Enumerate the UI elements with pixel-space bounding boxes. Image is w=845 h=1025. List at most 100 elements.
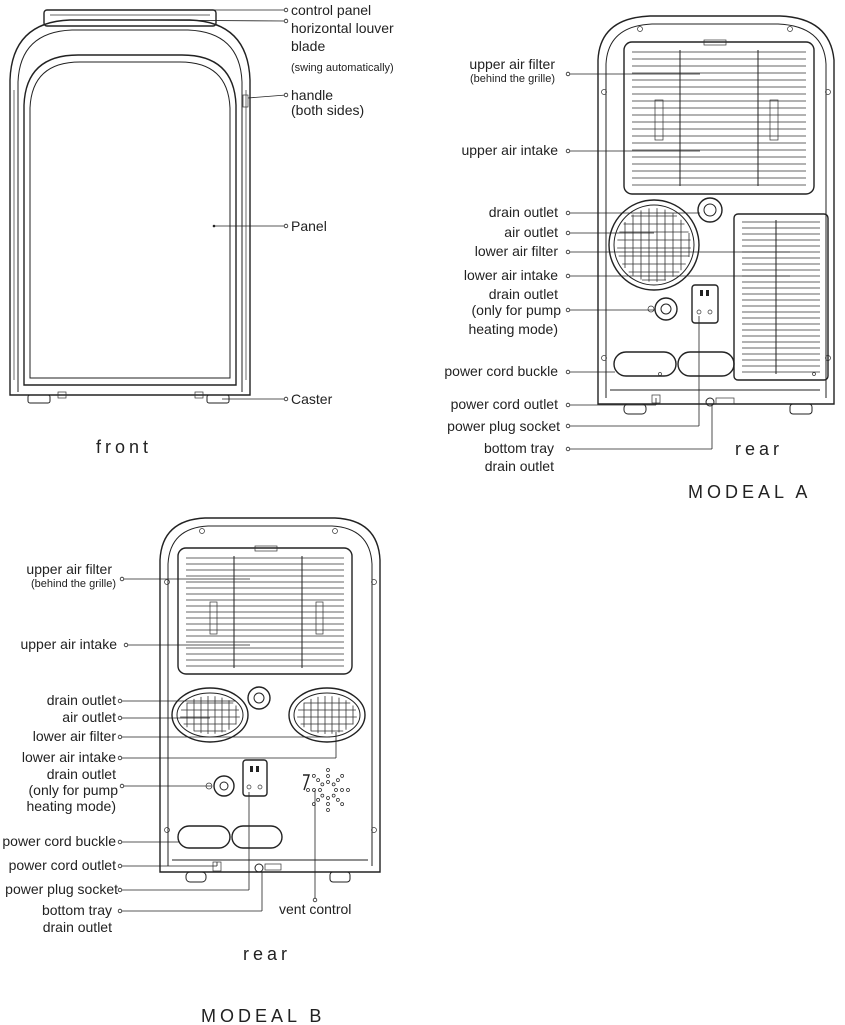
label-louver-line3: (swing automatically) <box>291 62 394 74</box>
model-b-cord-buckle-right <box>231 825 283 849</box>
a-label-upper-intake: upper air intake <box>461 142 558 158</box>
model-b-cord-buckle-left <box>177 825 231 849</box>
vent-dot <box>340 774 344 778</box>
model-b-lower-filter-right <box>297 696 357 734</box>
model-a-cord-buckle-right <box>677 351 735 377</box>
a-model-name: MODEAL A <box>688 482 811 502</box>
vent-dot <box>326 780 330 784</box>
model-b-unit <box>159 517 381 883</box>
front-caster-left <box>27 394 51 404</box>
front-control-panel <box>43 9 217 27</box>
b-label-pump-2: (only for pump <box>29 782 119 798</box>
model-a-lower-filter <box>617 208 691 282</box>
front-body-outline <box>9 19 251 396</box>
vent-dot <box>316 778 320 782</box>
model-a-cord-buckle-left <box>613 351 677 377</box>
vent-dot <box>326 768 330 772</box>
model-a-drain-outlet <box>697 197 723 223</box>
model-a-pump-drain <box>654 297 678 321</box>
label-louver-line2: blade <box>291 38 325 54</box>
b-label-tray-2: drain outlet <box>43 919 112 935</box>
model-b-power-plug-socket <box>242 759 268 797</box>
a-label-lower-intake: lower air intake <box>464 267 558 283</box>
model-b-vent-control <box>306 768 350 812</box>
vent-dot <box>326 808 330 812</box>
model-b-pump-drain <box>213 775 235 797</box>
b-label-air-outlet: air outlet <box>62 709 116 725</box>
label-panel: Panel <box>291 218 327 234</box>
front-unit <box>9 9 251 404</box>
model-b-drain-outlet <box>247 686 271 710</box>
a-label-pump-2: (only for pump <box>472 302 562 318</box>
a-label-pump-3: heating mode) <box>468 321 558 337</box>
b-label-cord-buckle: power cord buckle <box>2 833 116 849</box>
a-label-upper-filter: upper air filter <box>469 56 555 72</box>
vent-dot <box>334 788 338 792</box>
b-label-upper-intake: upper air intake <box>20 636 117 652</box>
model-b-lower-filter-left <box>180 696 240 734</box>
a-label-upper-filter-note: (behind the grille) <box>470 73 555 85</box>
vent-dot <box>320 782 325 787</box>
label-handle: handle <box>291 87 333 103</box>
vent-dot <box>326 796 330 800</box>
front-handle <box>242 94 249 108</box>
b-model-name: MODEAL B <box>201 1006 325 1025</box>
a-label-drain-outlet: drain outlet <box>489 204 558 220</box>
vent-dot <box>326 802 330 806</box>
model-a-leaders <box>565 71 790 452</box>
vent-dot <box>320 793 325 798</box>
model-b-air-outlet-right <box>288 687 366 743</box>
model-b-body-outline <box>159 517 381 873</box>
b-label-upper-filter-note: (behind the grille) <box>31 578 116 590</box>
model-b-air-outlet-left <box>171 687 249 743</box>
vent-dot <box>331 793 336 798</box>
label-control-panel: control panel <box>291 2 371 18</box>
model-a-air-outlet <box>608 199 700 291</box>
vent-dot <box>336 798 340 802</box>
vent-dot <box>336 778 340 782</box>
model-b-tray-drain <box>254 863 264 873</box>
b-label-vent-control: vent control <box>279 901 351 917</box>
b-label-pump-3: heating mode) <box>26 798 116 814</box>
vent-dot <box>312 774 316 778</box>
model-a-unit <box>597 15 835 415</box>
b-caption-rear: rear <box>243 944 291 964</box>
vent-dot <box>331 782 336 787</box>
b-label-cord-outlet: power cord outlet <box>9 857 117 873</box>
model-a-body-outline <box>597 15 835 405</box>
vent-dot <box>340 802 344 806</box>
model-b-upper-grille <box>177 547 353 675</box>
model-a-power-plug-socket <box>691 284 719 324</box>
vent-control-icon <box>303 774 310 791</box>
label-louver-line1: horizontal louver <box>291 20 394 36</box>
b-label-plug-socket: power plug socket <box>5 881 118 897</box>
a-caption-rear: rear <box>735 439 783 459</box>
vent-dot <box>316 798 320 802</box>
a-label-cord-outlet: power cord outlet <box>451 396 559 412</box>
b-label-lower-filter: lower air filter <box>33 728 117 744</box>
a-label-cord-buckle: power cord buckle <box>444 363 558 379</box>
label-handle-note: (both sides) <box>291 102 364 118</box>
vent-dot <box>326 774 330 778</box>
model-a-labels: upper air filter (behind the grille) upp… <box>444 56 811 502</box>
vent-dot <box>340 788 344 792</box>
model-a-lower-slats <box>742 221 820 373</box>
vent-dot <box>318 788 322 792</box>
vent-dot <box>306 788 310 792</box>
model-b-labels: upper air filter (behind the grille) upp… <box>2 561 351 1025</box>
front-leaders <box>129 7 289 402</box>
a-label-lower-filter: lower air filter <box>475 243 559 259</box>
b-label-drain-outlet: drain outlet <box>47 692 116 708</box>
b-label-upper-filter: upper air filter <box>26 561 112 577</box>
front-labels: control panel horizontal louver blade (s… <box>96 2 394 457</box>
b-label-tray-1: bottom tray <box>42 902 112 918</box>
a-label-tray-1: bottom tray <box>484 440 554 456</box>
model-b-upper-slats <box>186 557 344 667</box>
vent-dot <box>346 788 350 792</box>
b-label-pump-1: drain outlet <box>47 766 116 782</box>
model-b-leaders <box>117 576 337 914</box>
a-label-pump-1: drain outlet <box>489 286 558 302</box>
b-label-lower-intake: lower air intake <box>22 749 116 765</box>
model-a-upper-slats <box>632 51 806 186</box>
